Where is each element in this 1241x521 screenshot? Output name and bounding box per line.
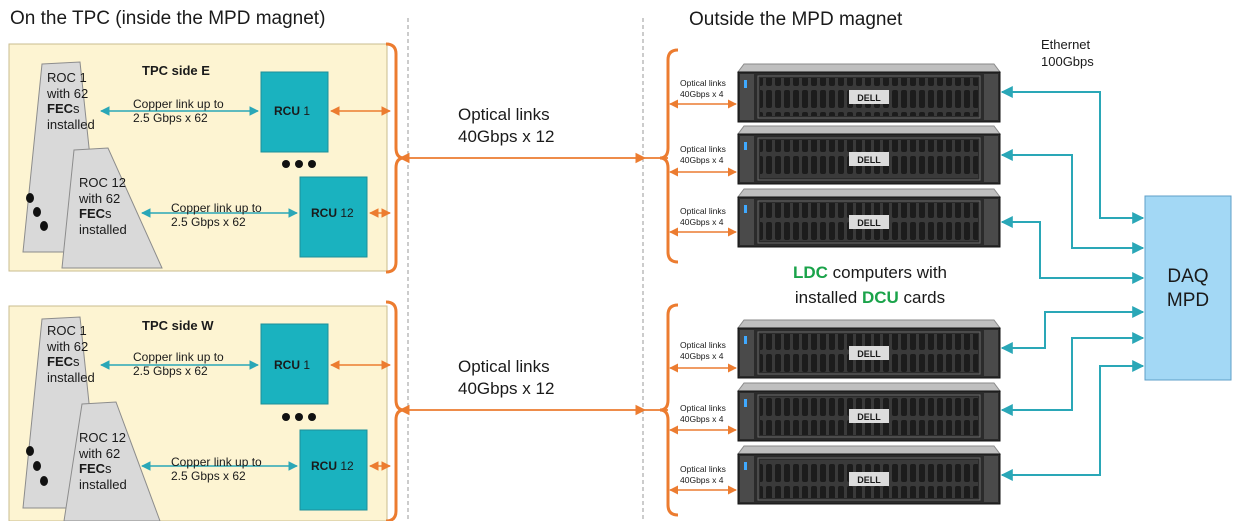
copper-label-12-e: Copper link up to 2.5 Gbps x 62	[171, 201, 262, 229]
tpc-panel-w	[8, 300, 405, 521]
roc-12-label-e: ROC 12 with 62 FECs installed	[79, 175, 127, 237]
server-brand-logo: DELL	[857, 475, 881, 485]
rack-server-icon: DELL	[737, 63, 1001, 123]
ethernet-links	[1000, 86, 1145, 481]
ethernet-label: Ethernet 100Gbps	[1041, 37, 1094, 69]
heading-inside-magnet: On the TPC (inside the MPD magnet)	[10, 8, 326, 29]
daq-label: DAQ MPD	[1166, 266, 1210, 311]
roc-12-shape	[61, 147, 163, 269]
rack-server-icon: DELL	[737, 125, 1001, 185]
copper-label-12-w: Copper link up to 2.5 Gbps x 62	[171, 455, 262, 483]
brace-upper	[659, 48, 679, 264]
server-brand-logo: DELL	[857, 93, 881, 103]
rcu-1-label-e: RCU 1	[274, 104, 311, 118]
copper-label-1-w: Copper link up to 2.5 Gbps x 62	[133, 350, 224, 378]
rcu-12-label-w: RCU 12	[311, 459, 354, 473]
roc-1-label-e: ROC 1 with 62 FECs installed	[47, 70, 95, 132]
optical-main-label-e: Optical links 40Gbps x 12	[458, 105, 555, 146]
roc-1-label-w: ROC 1 with 62 FECs installed	[47, 323, 95, 385]
rcu-12-box	[299, 176, 368, 258]
server-brand-logo: DELL	[857, 349, 881, 359]
server-brand-logo: DELL	[857, 412, 881, 422]
rcu-1-box	[260, 71, 329, 153]
servers-group: DELL DELL DELL DELL DELL DELL	[737, 63, 1001, 505]
server-brand-logo: DELL	[857, 155, 881, 165]
tpc-title-e: TPC side E	[142, 63, 210, 78]
copper-label-1-e: Copper link up to 2.5 Gbps x 62	[133, 97, 224, 125]
rcu-12-label-e: RCU 12	[311, 206, 354, 220]
ellipsis-dots-icon	[26, 160, 316, 486]
tpc-title-w: TPC side W	[142, 318, 214, 333]
tpc-panel-e	[8, 42, 405, 274]
optical-main-label-w: Optical links 40Gbps x 12	[458, 357, 555, 398]
heading-outside-magnet: Outside the MPD magnet	[689, 9, 903, 30]
ldc-label: LDC computers with installed DCU cards	[793, 263, 947, 307]
server-link-arrows	[669, 99, 737, 495]
rack-server-icon: DELL	[737, 382, 1001, 442]
daq-box	[1144, 195, 1232, 381]
rcu-1-label-w: RCU 1	[274, 358, 311, 372]
server-brand-logo: DELL	[857, 218, 881, 228]
rack-server-icon: DELL	[737, 188, 1001, 248]
roc-12-label-w: ROC 12 with 62 FECs installed	[79, 430, 127, 492]
rack-server-icon: DELL	[737, 445, 1001, 505]
rack-server-icon: DELL	[737, 319, 1001, 379]
